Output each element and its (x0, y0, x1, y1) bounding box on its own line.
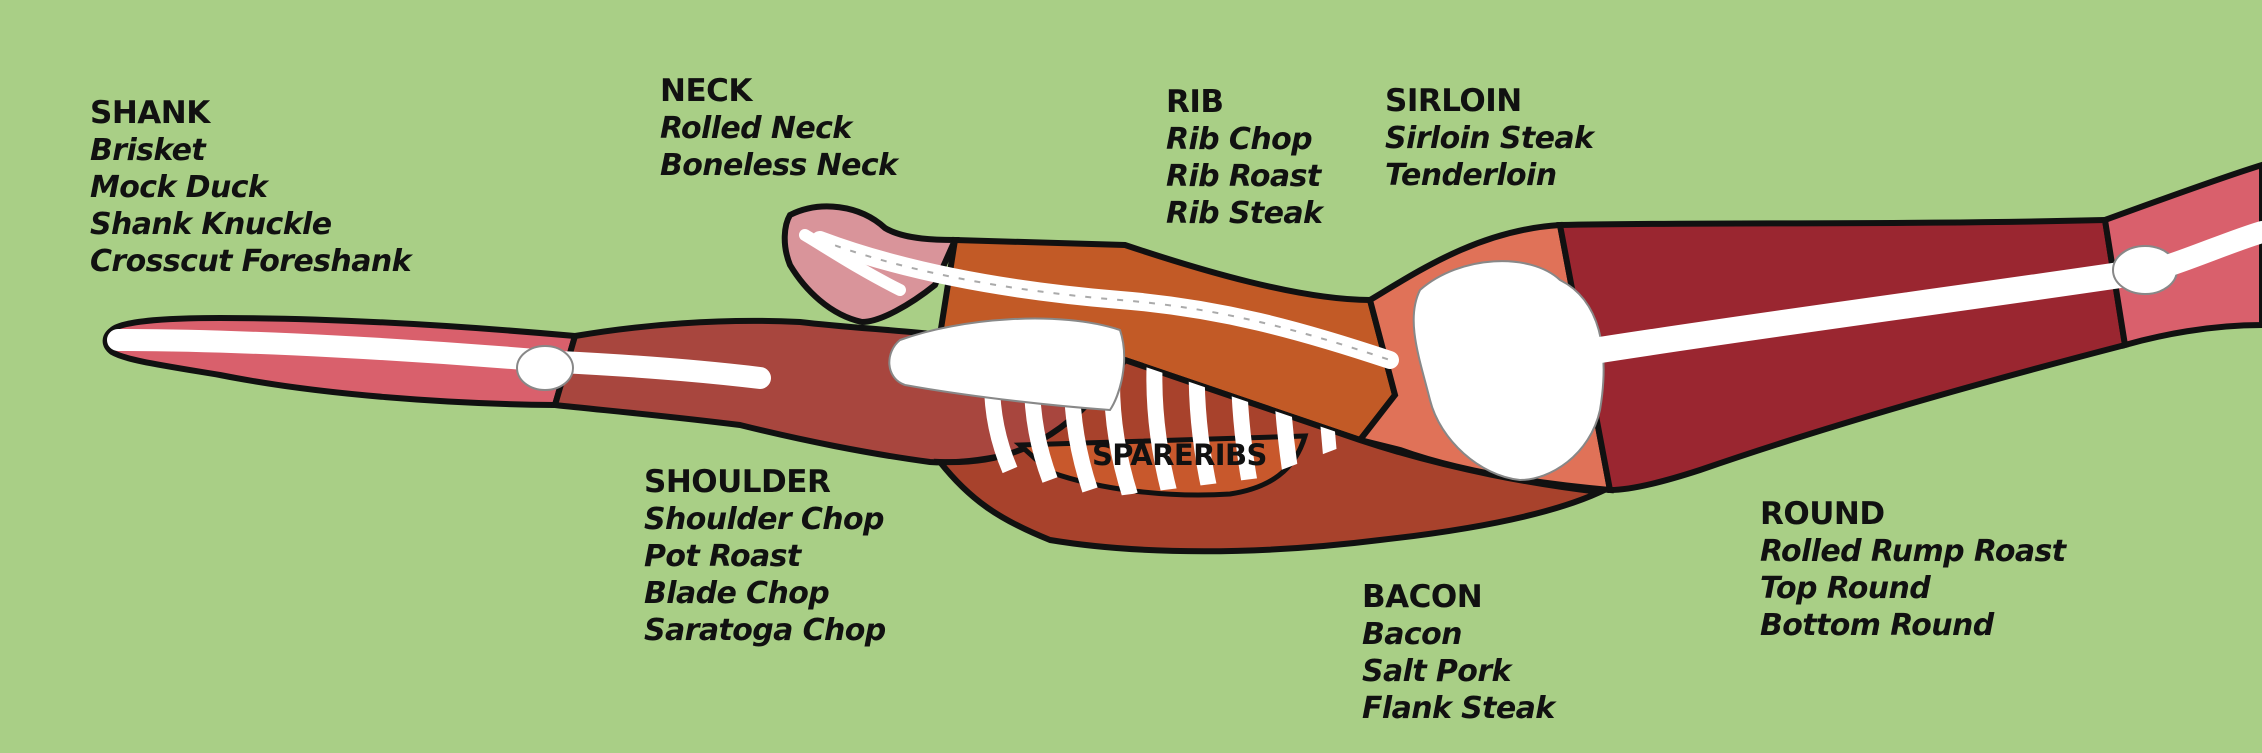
neck-title: NECK (660, 73, 752, 109)
round-cut: Top Round (1760, 571, 1931, 606)
bacon-cut: Bacon (1362, 617, 1462, 652)
rib-title: RIB (1166, 84, 1224, 120)
sirloin-title: SIRLOIN (1385, 83, 1522, 119)
shank-title: SHANK (90, 95, 210, 131)
neck-label-group: NECK Rolled Neck Boneless Neck (660, 73, 898, 184)
neck-cut: Boneless Neck (660, 148, 898, 183)
bacon-cut: Flank Steak (1362, 691, 1555, 726)
bacon-cut: Salt Pork (1362, 654, 1511, 689)
front-leg-bone (107, 329, 771, 389)
bacon-label-group: BACON Bacon Salt Pork Flank Steak (1362, 579, 1555, 727)
neck-vertebrae (799, 229, 906, 296)
neck-cut: Rolled Neck (660, 111, 852, 146)
shoulder-cut: Pot Roast (644, 539, 801, 574)
sirloin-label-group: SIRLOIN Sirloin Steak Tenderloin (1385, 83, 1594, 194)
rib-cut: Rib Chop (1166, 122, 1313, 157)
shank-cut: Shank Knuckle (90, 207, 332, 242)
round-cut: Rolled Rump Roast (1760, 534, 2066, 569)
shank-cut: Crosscut Foreshank (90, 244, 412, 279)
shoulder-cut: Blade Chop (644, 576, 830, 611)
shank-cut: Mock Duck (90, 170, 268, 205)
round-label-group: ROUND Rolled Rump Roast Top Round Bottom… (1760, 496, 2066, 644)
pelvis-bone (1412, 260, 1605, 482)
rib-cut: Rib Steak (1166, 196, 1323, 231)
shoulder-blade-bone (888, 317, 1126, 412)
rib-label-group: RIB Rib Chop Rib Roast Rib Steak (1166, 84, 1323, 232)
rib-cut: Rib Roast (1166, 159, 1321, 194)
shank-label-group: SHANK Brisket Mock Duck Shank Knuckle Cr… (90, 95, 412, 280)
shank-cut: Brisket (90, 133, 206, 168)
spareribs-label: SPARERIBS (1092, 438, 1267, 472)
round-cut: Bottom Round (1760, 608, 1994, 643)
sirloin-cut: Tenderloin (1385, 158, 1557, 193)
shoulder-cut: Shoulder Chop (644, 502, 885, 537)
shoulder-label-group: SHOULDER Shoulder Chop Pot Roast Blade C… (644, 464, 886, 649)
shoulder-cut: Saratoga Chop (644, 613, 886, 648)
shoulder-title: SHOULDER (644, 464, 831, 500)
round-title: ROUND (1760, 496, 1885, 532)
hind-leg-bone (1587, 262, 2133, 363)
bacon-title: BACON (1362, 579, 1483, 615)
sirloin-cut: Sirloin Steak (1385, 121, 1594, 156)
front-knee-bone (516, 345, 574, 391)
